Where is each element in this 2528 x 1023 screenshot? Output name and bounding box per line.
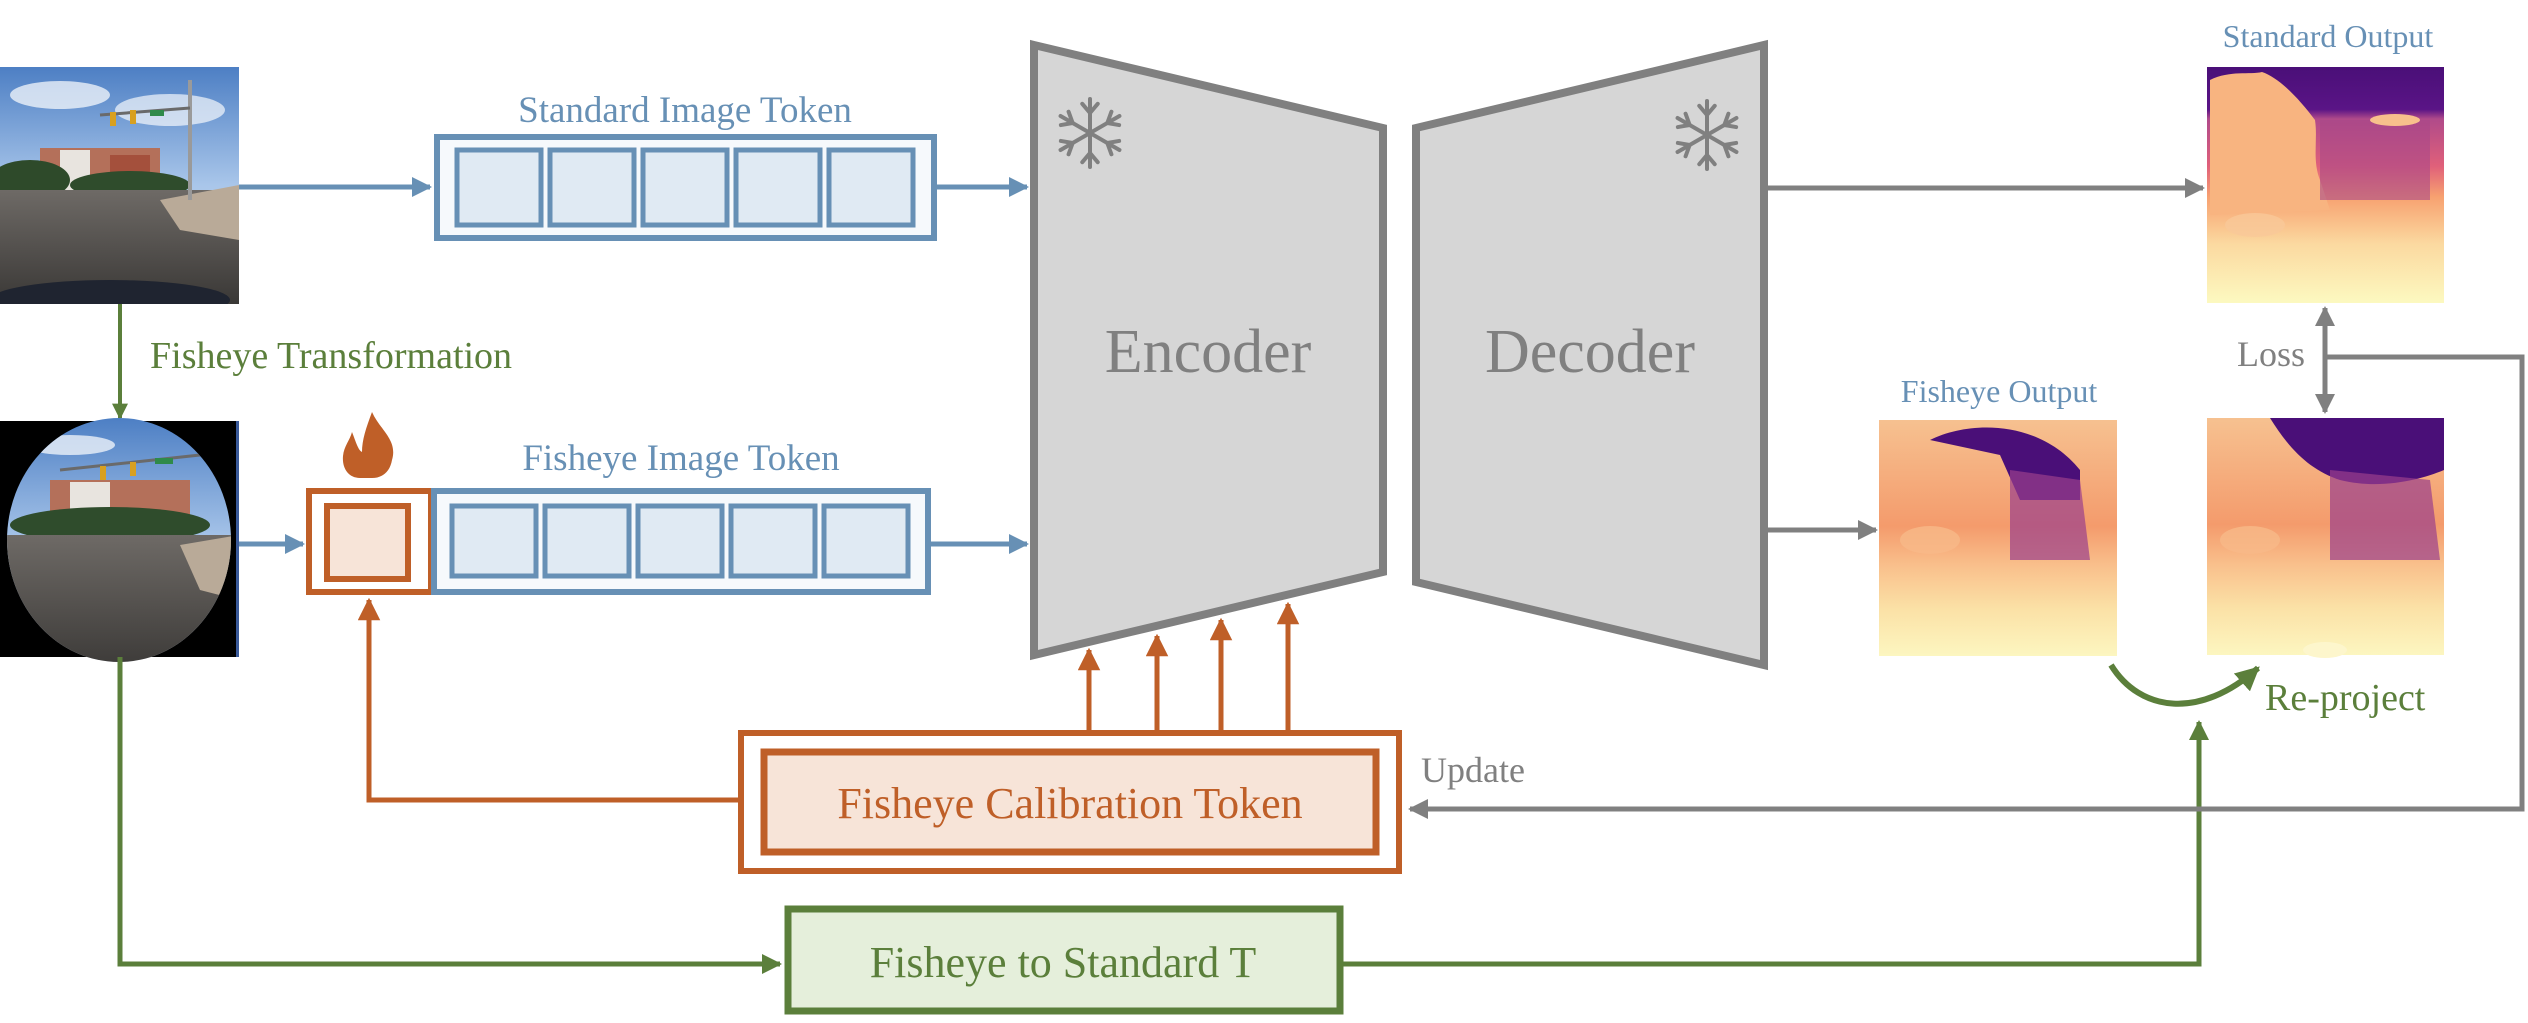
decoder-label: Decoder bbox=[1485, 318, 1695, 386]
encoder-label: Encoder bbox=[1105, 318, 1312, 386]
standard-token-cell bbox=[454, 147, 544, 228]
fisheye-token-cell bbox=[542, 503, 632, 579]
fisheye-token-cell bbox=[449, 503, 539, 579]
encoder-block bbox=[1030, 39, 1387, 661]
reproject-label: Re-project bbox=[2265, 677, 2426, 719]
calibration-slot-token bbox=[324, 503, 411, 582]
flame-icon bbox=[342, 412, 394, 478]
standard-output-depth-map bbox=[2207, 67, 2444, 303]
fisheye-token-cell bbox=[821, 503, 911, 579]
fisheye-to-transform-arrow bbox=[117, 657, 782, 974]
standard-token-title: Standard Image Token bbox=[518, 90, 852, 131]
standard-token-group bbox=[434, 134, 937, 241]
calibration-token-label: Fisheye Calibration Token bbox=[837, 779, 1302, 828]
snowflake-icon bbox=[1675, 99, 1739, 171]
transform-to-reproject-arrow bbox=[1340, 720, 2209, 967]
fisheye-token-cell bbox=[635, 503, 725, 579]
update-arrow bbox=[1408, 354, 2525, 819]
standard-input-image bbox=[0, 67, 239, 304]
fisheye-to-standard-transform-label: Fisheye to Standard T bbox=[870, 938, 1257, 987]
fisheye-output-depth-map bbox=[1879, 420, 2117, 656]
fisheye-output-title: Fisheye Output bbox=[1901, 373, 2098, 409]
calibration-to-slot-arrow bbox=[357, 597, 741, 803]
fisheye-input-image bbox=[0, 418, 239, 662]
standard-output-title: Standard Output bbox=[2223, 18, 2434, 54]
fisheye-token-title: Fisheye Image Token bbox=[522, 438, 839, 479]
calibration-token-box bbox=[760, 748, 1380, 856]
standard-token-cell bbox=[547, 147, 637, 228]
standard-token-cell bbox=[640, 147, 730, 228]
fisheye-token-cell bbox=[728, 503, 818, 579]
calibration-to-encoder-arrows bbox=[1077, 601, 1300, 730]
loss-label: Loss bbox=[2237, 334, 2305, 374]
standard-token-cell bbox=[733, 147, 823, 228]
update-label: Update bbox=[1421, 750, 1525, 790]
fisheye-to-standard-transform-box bbox=[784, 905, 1344, 1015]
snowflake-icon bbox=[1058, 97, 1122, 169]
standard-token-cell bbox=[826, 147, 916, 228]
reprojected-output-depth-map bbox=[2207, 418, 2444, 658]
fisheye-transformation-label: Fisheye Transformation bbox=[150, 335, 512, 377]
reproject-arrow bbox=[2108, 663, 2261, 707]
fisheye-token-group bbox=[431, 488, 931, 595]
decoder-block bbox=[1412, 39, 1768, 671]
